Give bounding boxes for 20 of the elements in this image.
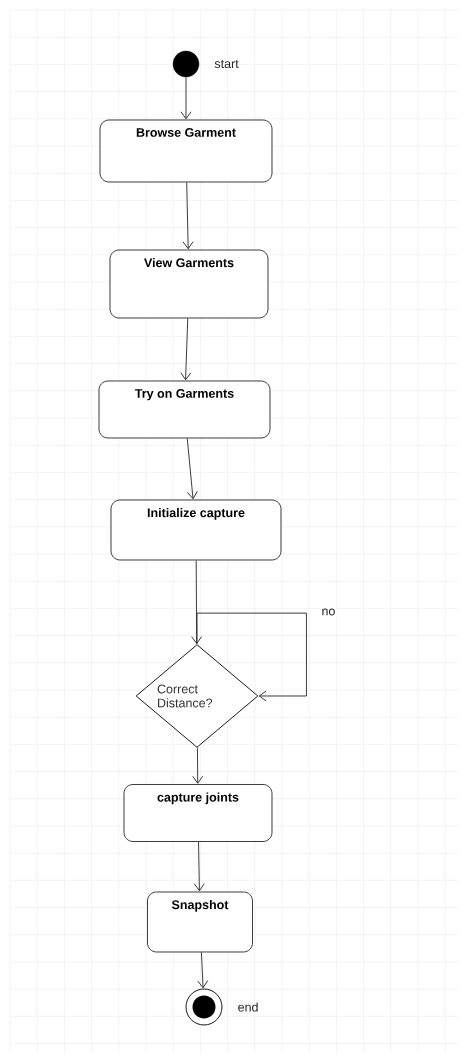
activity-box: Initialize capture <box>110 499 282 561</box>
arrow <box>196 612 307 702</box>
activity-box: capture joints <box>123 784 273 842</box>
activity-box: Try on Garments <box>98 380 271 439</box>
edge-label: no <box>320 607 337 617</box>
arrow <box>186 438 198 500</box>
end-node <box>185 988 223 1026</box>
arrow <box>180 76 192 120</box>
arrow <box>193 841 205 892</box>
arrow <box>192 747 204 784</box>
node-label: start <box>214 59 239 69</box>
activity-box: View Garments <box>109 249 269 319</box>
arrow <box>182 182 194 250</box>
arrow <box>197 952 209 989</box>
activity-box: Browse Garment <box>99 119 273 183</box>
start-node <box>172 50 200 78</box>
arrow <box>191 560 203 645</box>
activity-box: Snapshot <box>147 891 253 953</box>
node-label: end <box>238 1002 258 1012</box>
arrow <box>180 318 192 381</box>
